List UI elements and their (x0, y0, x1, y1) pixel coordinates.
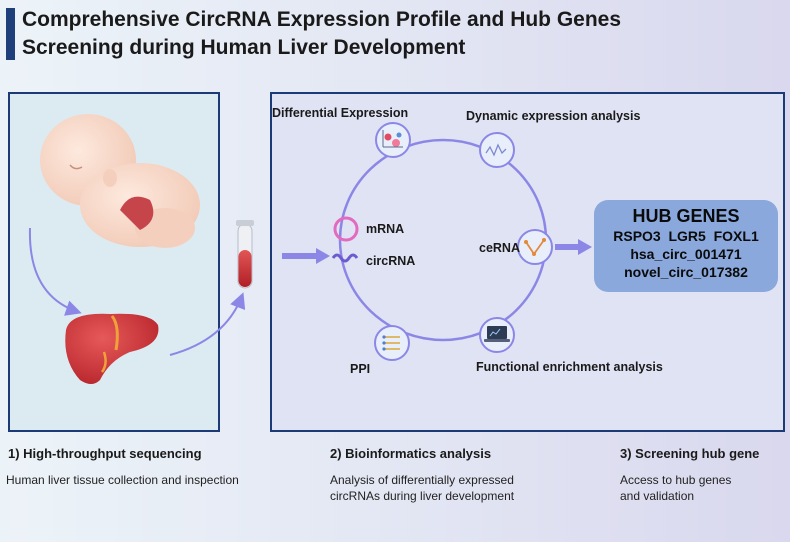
hub-circ-1: hsa_circ_001471 (630, 246, 742, 262)
step-3-description-line-2: and validation (620, 489, 695, 503)
step-2-description: Analysis of differentially expressed cir… (330, 472, 514, 504)
title-line-2: Screening during Human Liver Development (22, 36, 466, 59)
differential-expression-node-icon (375, 122, 411, 158)
arrow-fetus-to-liver (28, 227, 82, 316)
hub-genes-box: HUB GENES RSPO3 LGR5 FOXL1 hsa_circ_0014… (594, 200, 778, 292)
ppi-node-icon (374, 325, 410, 361)
hub-genes-title: HUB GENES (632, 206, 740, 226)
mrna-ring-icon (333, 216, 359, 242)
ppi-label: PPI (350, 362, 371, 376)
arrow-liver-to-sample (169, 292, 246, 356)
hub-gene-list: RSPO3 LGR5 FOXL1 (613, 228, 759, 244)
analysis-cycle (338, 138, 548, 342)
dynamic-expression-node-icon (479, 132, 515, 168)
step-3-description-line-1: Access to hub genes (620, 473, 732, 487)
cerna-label: ceRNA (479, 241, 520, 255)
dynamic-expression-label: Dynamic expression analysis (466, 109, 641, 123)
step-2-description-line-1: Analysis of differentially expressed (330, 473, 514, 487)
fetus-illustration (40, 114, 200, 248)
functional-enrichment-label: Functional enrichment analysis (476, 360, 663, 374)
hub-circ-2: novel_circ_017382 (624, 264, 748, 280)
fetal-liver-icon (120, 196, 154, 230)
step-2-title: 2) Bioinformatics analysis (330, 446, 492, 461)
step-3-title: 3) Screening hub gene (620, 446, 760, 461)
title-line-1: Comprehensive CircRNA Expression Profile… (22, 8, 622, 31)
title-accent-bar (6, 8, 15, 60)
blood-tube-icon (236, 220, 254, 289)
step-3-description: Access to hub genes and validation (620, 472, 731, 504)
step-1-description: Human liver tissue collection and inspec… (6, 473, 239, 487)
differential-expression-label: Differential Expression (272, 106, 409, 120)
cerna-node-icon (517, 229, 553, 265)
circrna-label: circRNA (366, 254, 416, 268)
circrna-wave-icon (331, 253, 359, 263)
functional-enrichment-node-icon (479, 317, 515, 353)
page-title: Comprehensive CircRNA Expression Profile… (22, 6, 722, 62)
step-1-title: 1) High-throughput sequencing (8, 446, 202, 461)
liver-icon (65, 313, 159, 384)
mrna-label: mRNA (366, 222, 405, 236)
step-2-description-line-2: circRNAs during liver development (330, 489, 515, 503)
